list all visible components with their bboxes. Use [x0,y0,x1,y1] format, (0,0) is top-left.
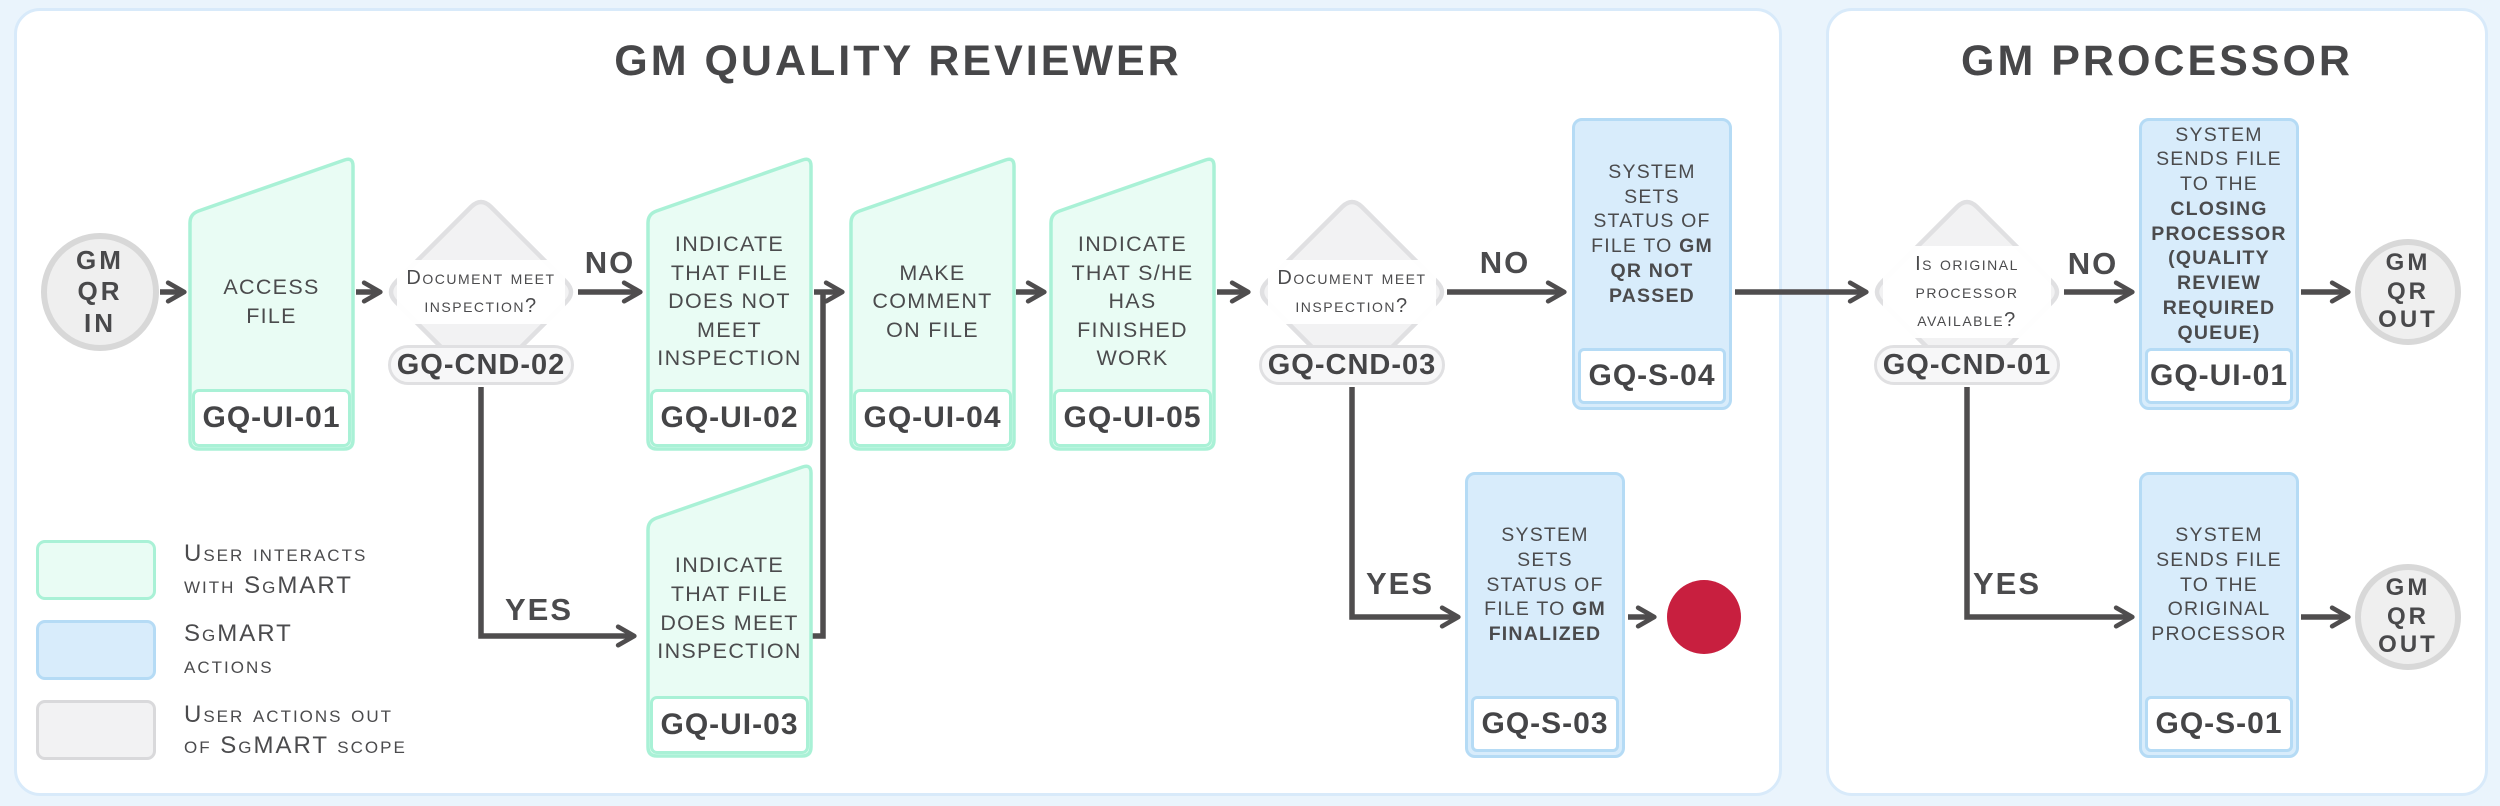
node-text: SYSTEM SENDS FILE TO THE ORIGINAL PROCES… [2151,524,2287,646]
node-code-label: GQ-UI-01 [2145,348,2293,404]
node-text: ACCESS FILE [223,274,320,328]
node-gq-ui-01-access-file: ACCESS FILE GQ-UI-01 [188,157,355,451]
edge-label-no: NO [584,245,636,280]
user-interaction-swatch-icon [36,539,156,600]
node-gq-ui-05: INDICATE THAT S/HE HAS FINISHED WORK GQ-… [1049,157,1216,451]
decision-code-label: GQ-CND-01 [1874,345,2060,385]
end-node-finalized-icon [1667,580,1741,654]
decision-code-label: GQ-CND-02 [388,345,574,385]
node-code-label: GQ-UI-03 [650,696,809,754]
node-code-label: GQ-S-04 [1578,348,1726,404]
node-code-label: GQ-UI-01 [192,389,351,447]
node-gq-s-04: SYSTEM SETS STATUS OF FILE TO GM QR NOT … [1572,118,1732,410]
manual-input-shape [849,157,1016,451]
panel-title: GM PROCESSOR [1961,37,2353,85]
node-code-label: GQ-UI-04 [853,389,1012,447]
decision-text: Document meet inspection? [397,260,565,324]
node-gq-ui-03: INDICATE THAT FILE DOES MEET INSPECTION … [646,464,813,758]
edge-label-no: NO [1479,245,1531,280]
manual-input-shape [1049,157,1216,451]
node-gq-ui-02: INDICATE THAT FILE DOES NOT MEET INSPECT… [646,157,813,451]
edge-label-yes: YES [504,592,574,627]
node-gq-s-01: SYSTEM SENDS FILE TO THE ORIGINAL PROCES… [2139,472,2299,758]
decision-code-label: GQ-CND-03 [1259,345,1445,385]
node-text: SYSTEM SENDS FILE TO THE CLOSING PROCESS… [2151,123,2287,344]
node-gq-s-03: SYSTEM SETS STATUS OF FILE TO GM FINALIZ… [1465,472,1625,758]
edge-label-no: NO [2067,246,2119,281]
out-of-scope-swatch-icon [36,700,156,761]
node-code-label: GQ-UI-05 [1053,389,1212,447]
edge-label-yes: YES [1365,566,1435,601]
decision-gq-cnd-02: Document meet inspection? [386,197,576,387]
node-code-label: GQ-S-01 [2145,696,2293,752]
node-text: SYSTEM SETS STATUS OF FILE TO GM FINALIZ… [1484,524,1606,646]
edge-label-yes: YES [1972,566,2042,601]
node-text: INDICATE THAT FILE DOES NOT MEET INSPECT… [657,232,802,371]
sgmart-action-swatch-icon [36,620,156,681]
manual-input-shape [646,464,813,758]
decision-text: Document meet inspection? [1268,260,1436,324]
decision-gq-cnd-03: Document meet inspection? [1257,197,1447,387]
node-code-label: GQ-S-03 [1471,696,1619,752]
manual-input-shape [188,157,355,451]
panel-title: GM QUALITY REVIEWER [614,37,1182,85]
node-code-label: GQ-UI-02 [650,389,809,447]
decision-text: Is original processor available? [1883,246,2051,338]
node-gq-ui-04: MAKE COMMENT ON FILE GQ-UI-04 [849,157,1016,451]
node-text: INDICATE THAT S/HE HAS FINISHED WORK [1071,232,1194,371]
node-gq-ui-01-closing-processor: SYSTEM SENDS FILE TO THE CLOSING PROCESS… [2139,118,2299,410]
node-text: MAKE COMMENT ON FILE [872,260,993,342]
manual-input-shape [646,157,813,451]
node-text: SYSTEM SETS STATUS OF FILE TO GM QR NOT … [1591,160,1713,307]
node-text: INDICATE THAT FILE DOES MEET INSPECTION [657,553,802,664]
